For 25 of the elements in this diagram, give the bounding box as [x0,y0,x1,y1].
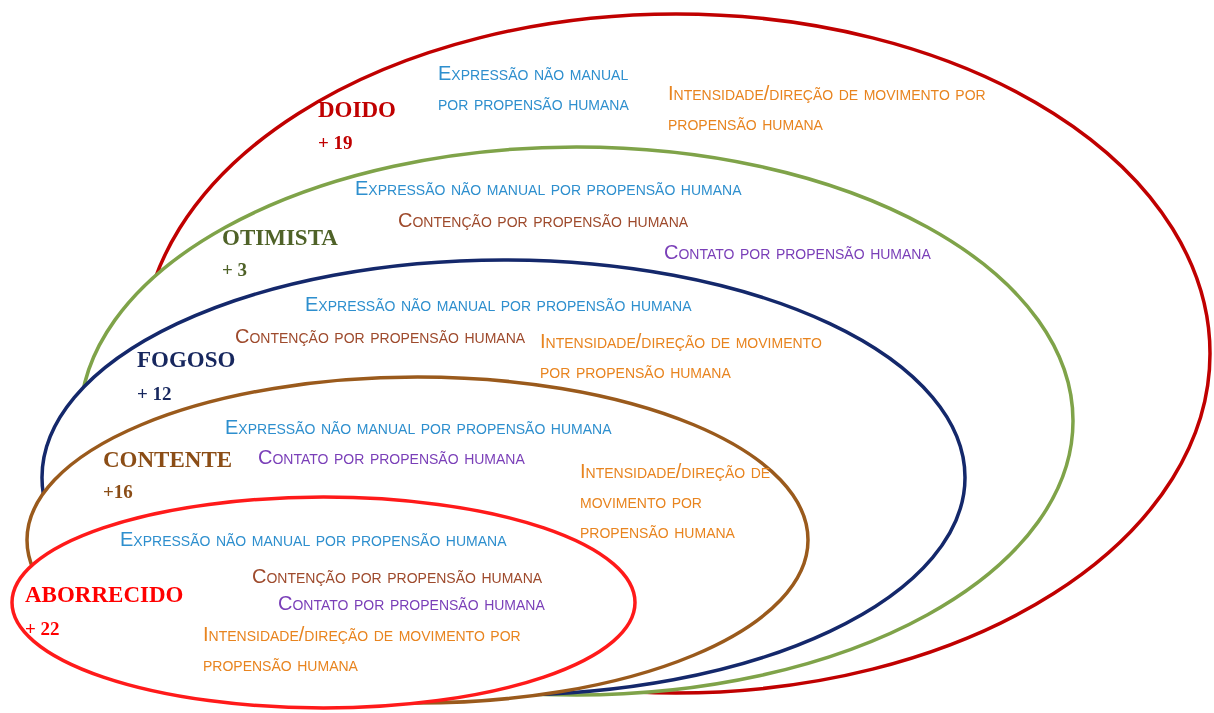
feature-label: Expressão não manual por propensão humana [438,61,630,116]
feature-label: Intensidade/direção de movimento por propensão humana [203,622,522,677]
feature-label: Expressão não manual por propensão humana [305,292,692,317]
feature-label: Contenção por propensão humana [235,324,526,349]
feature-label: Expressão não manual por propensão humana [225,415,612,440]
feature-label: Intensidade/direção de movimento por propensão humana [668,81,987,136]
category-title: OTIMISTA [222,224,338,252]
feature-label: Contenção por propensão humana [398,208,689,233]
feature-label: Contato por propensão humana [278,591,545,616]
score-label: + 12 [137,382,172,406]
feature-label: Expressão não manual por propensão humana [355,176,742,201]
score-label: +16 [103,480,133,504]
category-title: CONTENTE [103,446,233,474]
category-title: ABORRECIDO [25,581,184,609]
feature-label: Contato por propensão humana [664,240,931,265]
feature-label: Intensidade/direção de movimento por propensão humana [540,329,823,384]
category-title: FOGOSO [137,346,236,374]
category-title: DOIDO [318,96,396,124]
feature-label: Intensidade/direção de movimento por propensão humana [580,459,772,544]
score-label: + 3 [222,258,248,282]
feature-label: Contenção por propensão humana [252,564,543,589]
score-label: + 19 [318,131,353,155]
feature-label: Contato por propensão humana [258,445,525,470]
feature-label: Expressão não manual por propensão humana [120,527,507,552]
score-label: + 22 [25,617,60,641]
